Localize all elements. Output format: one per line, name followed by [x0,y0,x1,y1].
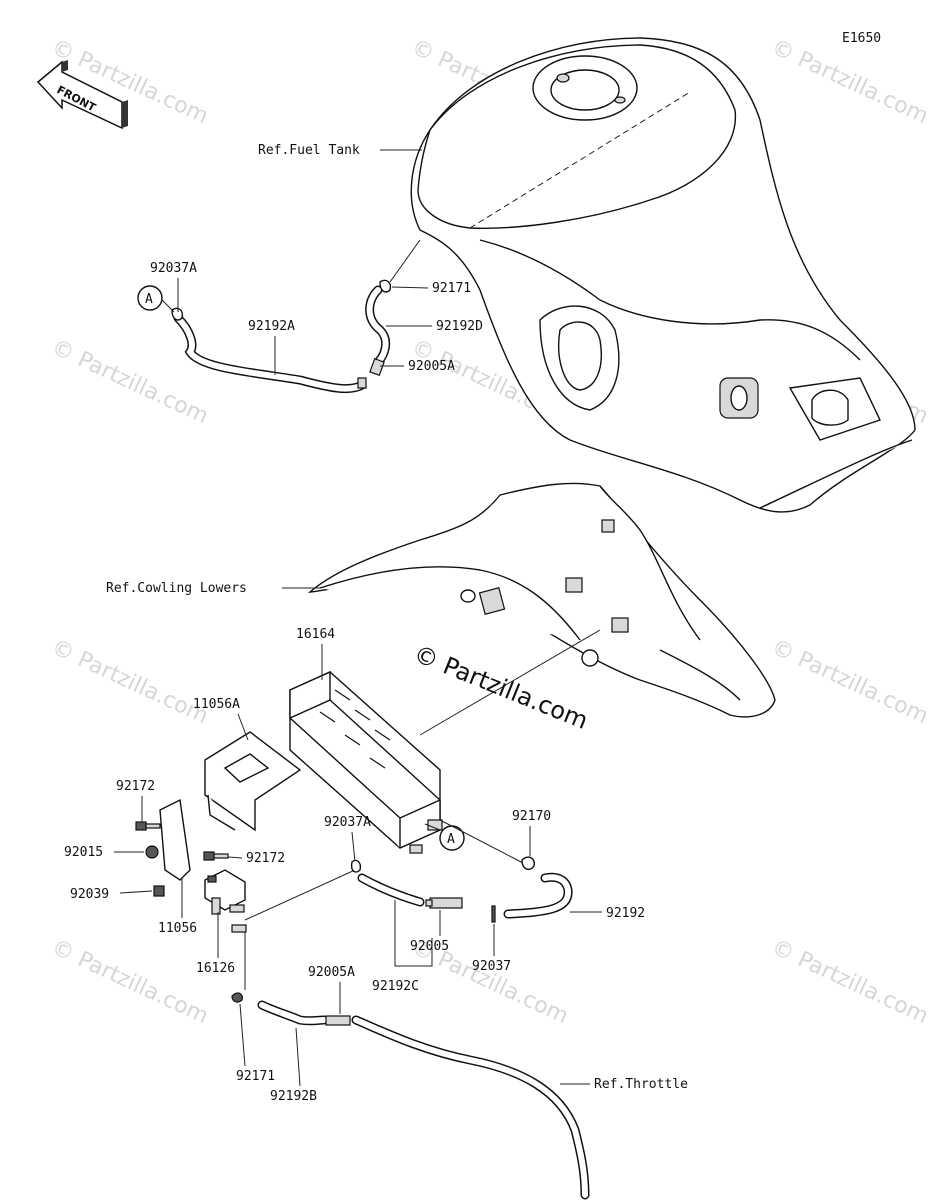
label-92171-bottom: 92171 [236,1069,275,1084]
watermark: © Partzilla.com [767,935,928,1029]
label-92039: 92039 [70,887,109,902]
label-16164: 16164 [296,627,335,642]
label-92037A-mid: 92037A [324,815,371,830]
fuel-tank [410,37,916,513]
main-watermark: © Partzilla.com [410,640,592,735]
watermark: © Partzilla.com [47,935,211,1029]
label-92192C: 92192C [372,979,419,994]
label-92172-b: 92172 [246,851,285,866]
solenoid-valve [204,869,247,933]
ref-fuel-tank: Ref.Fuel Tank [258,143,360,158]
label-92005: 92005 [410,939,449,954]
bolt-92172-a [135,821,161,831]
hose-92192 [503,872,573,919]
callout-a: A [145,292,153,307]
label-92171: 92171 [432,281,471,296]
label-92037: 92037 [472,959,511,974]
hose-to-throttle [351,1015,590,1200]
label-92015: 92015 [64,845,103,860]
label-92170: 92170 [512,809,551,824]
bolt-92039 [153,885,165,897]
label-92192D: 92192D [436,319,483,334]
label-92005A: 92005A [408,359,455,374]
label-92192B: 92192B [270,1089,317,1104]
upper-hose-assembly [171,279,392,394]
label-92192: 92192 [606,906,645,921]
cowling-lowers [307,482,776,718]
label-92192A: 92192A [248,319,295,334]
watermark: © Partzilla.com [47,635,211,729]
ref-throttle: Ref.Throttle [594,1077,688,1092]
bracket-11056 [159,798,191,881]
label-16126: 16126 [196,961,235,976]
label-92005A-bottom: 92005A [308,965,355,980]
label-92172: 92172 [116,779,155,794]
diagram-code: E1650 [842,31,881,46]
label-92037A: 92037A [150,261,197,276]
hose-92192b [231,992,351,1026]
label-11056: 11056 [158,921,197,936]
bolt-92172-b [203,851,229,861]
callout-a-circle [137,285,163,311]
watermark: © Partzilla.com [767,35,928,129]
clip-92170 [521,856,536,871]
callout-a-2: A [447,832,455,847]
clip-92037 [491,905,496,923]
watermark: © Partzilla.com [767,635,928,729]
ref-cowling-lowers: Ref.Cowling Lowers [106,581,247,596]
canister [289,670,443,854]
hose-92192c [357,873,463,909]
bracket-11056a [204,731,302,832]
nut-92015 [145,845,159,859]
label-11056A: 11056A [193,697,240,712]
